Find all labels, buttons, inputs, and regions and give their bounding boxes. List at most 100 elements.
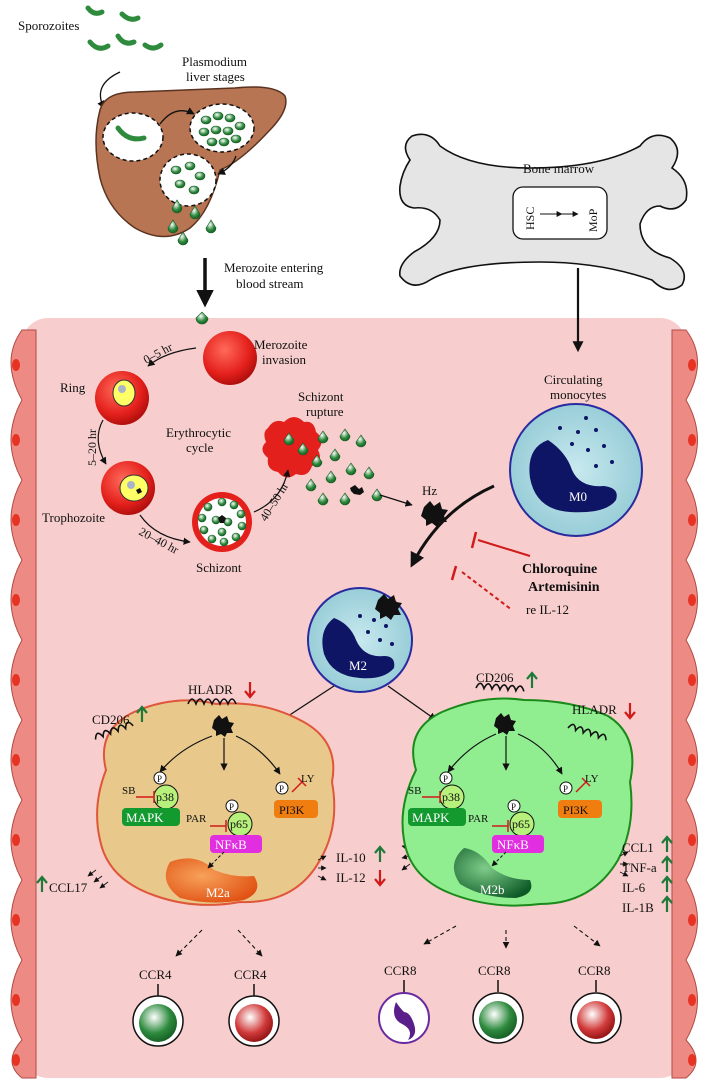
m2a-label: M2a [206,885,230,900]
m2b-cd206-label: CD206 [476,670,514,685]
merozoite-entering-label-2: blood stream [236,276,304,291]
m2a-nfkb-label: NFκB [215,837,247,852]
erythrocytic-cycle [95,311,448,552]
il12-down-arrow [374,870,386,887]
ccr4-label-2: CCR4 [234,967,267,982]
artemisinin-label: Artemisinin [528,580,600,595]
hemozoin-crystal [421,501,448,527]
bone [398,133,688,291]
ccr8-label-3: CCR8 [578,963,611,978]
m2b-secretion-arrows-right [619,851,629,877]
m2a-secretion-arrows-right [317,855,327,881]
m2b-cd206-up-arrow [526,671,538,688]
ccl1-label: CCL1 [622,840,654,855]
sporozoites-group [85,5,164,51]
merozoite-invasion-label-2: invasion [262,352,307,367]
il6-up-arrow [661,875,673,892]
released-merozoites [167,199,217,246]
m2a-p65-label: p65 [230,817,248,831]
m2b-nfkb-label: NFκB [497,837,529,852]
il12-label: IL-12 [336,870,366,885]
chloroquine-inhibit-line [477,539,531,557]
erythrocytic-label-1: Erythrocytic [166,425,231,440]
hsc-label: HSC [523,207,537,230]
m2a-hladr-label: HLADR [188,682,233,697]
merozoite-entering-label-1: Merozoite entering [224,260,324,275]
re-il12-label: re IL-12 [526,602,569,617]
schizont-rupture-label-2: rupture [306,404,344,419]
il6-label: IL-6 [622,880,646,895]
ccl1-up-arrow [661,835,673,852]
recruitment-arrows [175,925,601,957]
schizont-label: Schizont [196,560,242,575]
m2b-hladr-label: HLADR [572,702,617,717]
m2b-p65-label: p65 [512,817,530,831]
m0-to-m2-arrow [410,484,495,568]
circulating-monocytes-label-2: monocytes [550,387,606,402]
tcell-ccr8-red [570,980,622,1044]
ccl17-label: CCL17 [49,880,88,895]
m2a-p-label-1: P [157,774,162,784]
m2b-label: M2b [480,882,505,897]
macrophage-m2a [94,698,336,906]
il12-inhibit-line [461,571,513,611]
ring-label: Ring [60,380,86,395]
mop-label: MoP [586,208,600,232]
tnfa-up-arrow [661,855,673,872]
tnfa-label: TNF-a [622,860,657,875]
ccr4-label-1: CCR4 [139,967,172,982]
trophozoite-label: Trophozoite [42,510,105,525]
schizont-rupture-label-1: Schizont [298,389,344,404]
endothelium-left [10,329,37,1079]
m2b-hladr-down-arrow [624,703,636,720]
m2a-secretion-arrows-left [87,869,109,889]
m2-label: M2 [349,658,367,673]
hz-label: Hz [422,483,437,498]
chloroquine-label: Chloroquine [522,562,597,577]
ccr8-label-1: CCR8 [384,963,417,978]
ccl17-up-arrow [36,875,48,892]
endothelium-right [671,329,698,1079]
tcell-ccr4-green [132,984,184,1047]
time-5-20-label: 5–20 hr [85,429,99,466]
macrophage-m2b [401,682,634,907]
sporozoites-label: Sporozoites [18,18,79,33]
m2b-ly-label: LY [585,773,599,785]
il1b-label: IL-1B [622,900,654,915]
m2a-mapk-label: MAPK [126,810,164,825]
merozoite-invasion-label-1: Merozoite [254,337,308,352]
cell-ccr8-purple [378,980,430,1044]
m2a-cd206-up-arrow [136,705,148,722]
m2b-pi3k-label: PI3K [563,803,589,817]
monocyte-m0 [509,403,643,537]
m2b-par-label: PAR [468,813,489,825]
liver-stages-label-1: Plasmodium [182,54,247,69]
m2b-mapk-label: MAPK [412,810,450,825]
m2a-pi3k-label: PI3K [279,803,305,817]
m2b-sb-label: SB [408,785,421,797]
circulating-monocytes-label-1: Circulating [544,372,603,387]
il10-up-arrow [374,845,386,862]
m2a-p-label-3: P [279,784,284,794]
erythrocytic-label-2: cycle [186,440,214,455]
tcell-ccr4-red [228,984,280,1047]
m2a-p38-label: p38 [156,790,174,804]
m2b-p-label-1: P [443,774,448,784]
il1b-up-arrow [661,895,673,912]
m2a-p-label-2: P [229,802,234,812]
liver [95,86,287,246]
m2b-p38-label: p38 [442,790,460,804]
m2a-sb-label: SB [122,785,135,797]
il10-label: IL-10 [336,850,366,865]
m2b-p-label-3: P [563,784,568,794]
m2a-cd206-label: CD206 [92,712,130,727]
m0-label: M0 [569,489,587,504]
m2a-hladr-down-arrow [244,682,256,699]
macrophage-m2 [307,587,413,693]
bone-marrow-label: Bone marrow [523,161,595,176]
ccr8-label-2: CCR8 [478,963,511,978]
m2a-ly-label: LY [301,773,315,785]
m2b-p-label-2: P [511,802,516,812]
liver-stages-label-2: liver stages [186,69,245,84]
